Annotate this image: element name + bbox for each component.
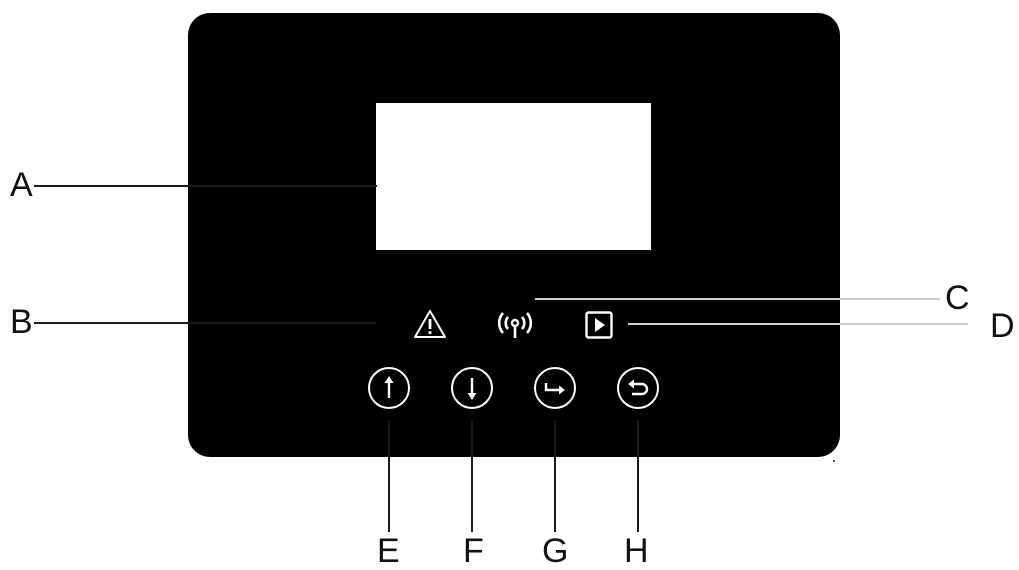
leader-line-d xyxy=(628,323,968,325)
callout-d: D xyxy=(990,307,1015,345)
up-button[interactable] xyxy=(368,367,410,409)
stray-dot xyxy=(833,460,835,462)
leader-line-a xyxy=(34,185,377,187)
leader-line-h xyxy=(637,420,639,532)
back-button[interactable] xyxy=(617,367,659,409)
down-button[interactable] xyxy=(451,367,493,409)
wireless-signal-icon xyxy=(497,312,533,338)
warning-triangle-icon xyxy=(414,310,446,338)
arrow-down-icon xyxy=(467,378,477,400)
alarm-indicator xyxy=(413,308,447,340)
leader-line-f xyxy=(471,420,473,532)
leader-line-b xyxy=(34,322,376,324)
back-arrow-icon xyxy=(628,379,649,396)
enter-button[interactable] xyxy=(534,367,576,409)
enter-arrow-icon xyxy=(544,383,565,395)
callout-f: F xyxy=(463,532,484,570)
callout-c: C xyxy=(945,279,970,317)
communication-indicator xyxy=(496,308,534,340)
lcd-screen xyxy=(376,103,651,250)
leader-line-g xyxy=(554,420,556,532)
callout-h: H xyxy=(624,532,649,570)
play-icon xyxy=(585,311,613,339)
callout-e: E xyxy=(377,532,400,570)
leader-line-c xyxy=(535,298,940,300)
callout-a: A xyxy=(10,166,33,204)
callout-b: B xyxy=(10,303,33,341)
callout-g: G xyxy=(542,532,569,570)
leader-line-e xyxy=(388,420,390,532)
arrow-up-icon xyxy=(384,376,394,398)
run-indicator xyxy=(585,311,613,339)
